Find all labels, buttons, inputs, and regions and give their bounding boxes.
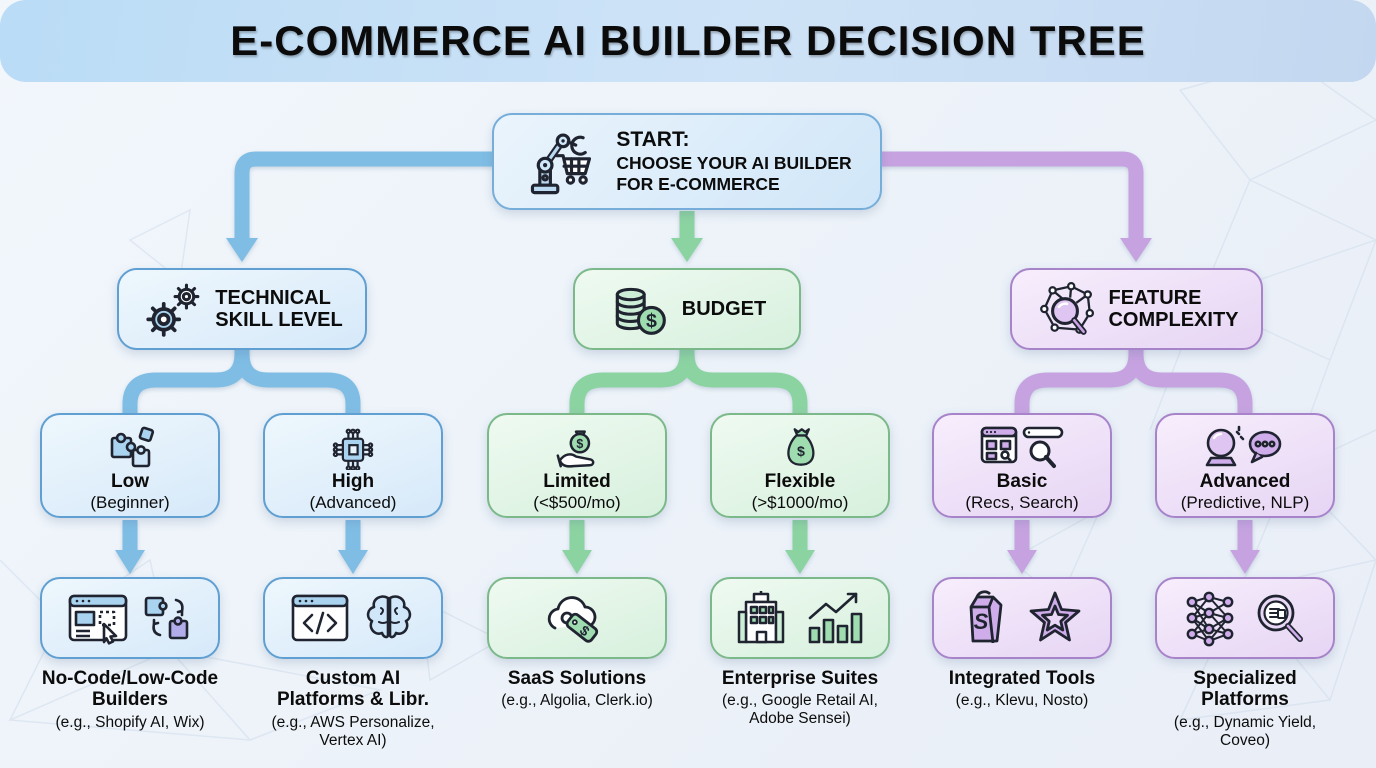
leaf-label-specialized: Specialized Platforms (e.g., Dynamic Yie… [1125, 668, 1365, 749]
leaf-label-custom-ai: Custom AI Platforms & Libr. (e.g., AWS P… [233, 668, 473, 749]
leaf-examples: (e.g., Shopify AI, Wix) [55, 713, 205, 731]
svg-text:$: $ [576, 437, 583, 451]
start-node: START: CHOOSE YOUR AI BUILDER FOR E-COMM… [492, 113, 882, 210]
svg-text:$: $ [797, 443, 805, 459]
leaf-examples: (e.g., Google Retail AI, Adobe Sensei) [722, 692, 878, 728]
coin-stack-dollar-icon: $ [615, 287, 666, 335]
start-subtitle: CHOOSE YOUR AI BUILDER FOR E-COMMERCE [616, 153, 852, 194]
option-high-advanced: High (Advanced) [263, 413, 443, 518]
leaf-title: Enterprise Suites [721, 668, 879, 689]
brain-icon [366, 595, 412, 639]
leaf-no-code-builders [40, 577, 220, 659]
arrowhead-budget [671, 238, 703, 262]
growth-chart-icon [808, 592, 863, 644]
leaf-examples: (e.g., Algolia, Clerk.io) [501, 692, 653, 710]
branch-technical-skill-level: TECHNICAL SKILL LEVEL [117, 268, 367, 350]
start-label: START: [616, 128, 690, 152]
arrowhead-technical [226, 238, 258, 262]
branch-label: FEATURE COMPLEXITY [1108, 286, 1239, 331]
option-subtitle: (Recs, Search) [965, 493, 1079, 513]
arrowhead-leaf3 [562, 550, 592, 574]
arrowhead-feature [1120, 238, 1152, 262]
ai-chip-icon [332, 428, 374, 471]
fork-feature-advanced [1128, 334, 1253, 424]
option-low-beginner: Low (Beginner) [40, 413, 220, 518]
start-text: START: CHOOSE YOUR AI BUILDER FOR E-COMM… [616, 128, 851, 194]
leaf-title: SaaS Solutions [507, 668, 647, 689]
option-subtitle: (<$500/mo) [533, 493, 621, 513]
branch-label: BUDGET [681, 297, 767, 320]
branch-feature-complexity: FEATURE COMPLEXITY [1010, 268, 1263, 350]
option-subtitle: (Predictive, NLP) [1180, 493, 1310, 513]
leaf-title: No-Code/Low-Code Builders [41, 668, 219, 711]
hand-money-bag-icon: $ [556, 430, 595, 468]
leaf-examples: (e.g., Dynamic Yield, Coveo) [1173, 713, 1317, 749]
arrowhead-leaf6 [1230, 550, 1260, 574]
option-title: Advanced [1199, 471, 1291, 493]
branch-budget: $ BUDGET [573, 268, 801, 350]
title-banner: E-COMMERCE AI BUILDER DECISION TREE [0, 0, 1376, 82]
option-title: High [331, 471, 375, 493]
option-advanced-features: Advanced (Predictive, NLP) [1155, 413, 1335, 518]
office-building-icon [737, 591, 785, 644]
fork-budget-flexible [679, 334, 808, 424]
option-title: Flexible [764, 471, 836, 493]
network-magnifier-icon [1040, 282, 1095, 335]
leaf-title: Integrated Tools [948, 668, 1096, 689]
leaf-title: Custom AI Platforms & Libr. [276, 668, 430, 711]
option-flexible-budget: $ Flexible (>$1000/mo) [710, 413, 890, 518]
connector-start-to-feature [816, 151, 1144, 240]
robot-arm-shopping-cart-icon [531, 133, 592, 194]
leaf-saas-solutions: $ [487, 577, 667, 659]
arrowhead-leaf1 [115, 550, 145, 574]
option-title: Low [111, 471, 149, 493]
branch-label: TECHNICAL SKILL LEVEL [215, 286, 343, 331]
star-icon [1029, 591, 1081, 642]
option-subtitle: (Advanced) [309, 493, 397, 513]
svg-text:S: S [974, 609, 989, 634]
option-title: Limited [543, 471, 611, 493]
option-subtitle: (Beginner) [90, 493, 170, 513]
option-subtitle: (>$1000/mo) [751, 493, 849, 513]
code-window-icon [291, 594, 349, 642]
leaf-examples: (e.g., Klevu, Nosto) [955, 692, 1089, 710]
connector-start-to-technical [234, 151, 560, 240]
arrowhead-leaf4 [785, 550, 815, 574]
puzzle-swap-icon [144, 596, 189, 640]
leaf-custom-ai-platforms [263, 577, 443, 659]
fork-budget-limited [569, 334, 695, 424]
crystal-ball-chat-icon [1205, 425, 1282, 467]
money-bag-icon: $ [787, 428, 815, 467]
puzzle-pieces-icon [110, 426, 155, 468]
shopping-bag-icon: S [969, 590, 1003, 644]
fork-technical-high [234, 334, 361, 424]
leaf-label-saas: SaaS Solutions (e.g., Algolia, Clerk.io) [457, 668, 697, 710]
leaf-examples: (e.g., AWS Personalize, Vertex AI) [271, 713, 435, 749]
fork-technical-low [122, 334, 250, 424]
cloud-price-tag-icon: $ [547, 596, 599, 643]
leaf-label-no-code: No-Code/Low-Code Builders (e.g., Shopify… [10, 668, 250, 732]
gears-icon [146, 283, 200, 337]
arrowhead-leaf5 [1007, 550, 1037, 574]
leaf-specialized-platforms [1155, 577, 1335, 659]
browser-search-icon [980, 426, 1064, 469]
arrowhead-leaf2 [338, 550, 368, 574]
leaf-integrated-tools: S [932, 577, 1112, 659]
website-builder-icon [68, 594, 128, 645]
leaf-label-integrated: Integrated Tools (e.g., Klevu, Nosto) [902, 668, 1142, 710]
option-basic-features: Basic (Recs, Search) [932, 413, 1112, 518]
leaf-enterprise-suites [710, 577, 890, 659]
leaf-title: Specialized Platforms [1193, 668, 1297, 711]
option-title: Basic [996, 471, 1048, 493]
fork-feature-basic [1014, 334, 1144, 424]
leaf-label-enterprise: Enterprise Suites (e.g., Google Retail A… [680, 668, 920, 728]
search-document-icon [1257, 594, 1303, 642]
neural-network-icon [1186, 591, 1234, 647]
option-limited-budget: $ Limited (<$500/mo) [487, 413, 667, 518]
svg-text:$: $ [646, 310, 657, 332]
page-title: E-COMMERCE AI BUILDER DECISION TREE [230, 17, 1146, 64]
